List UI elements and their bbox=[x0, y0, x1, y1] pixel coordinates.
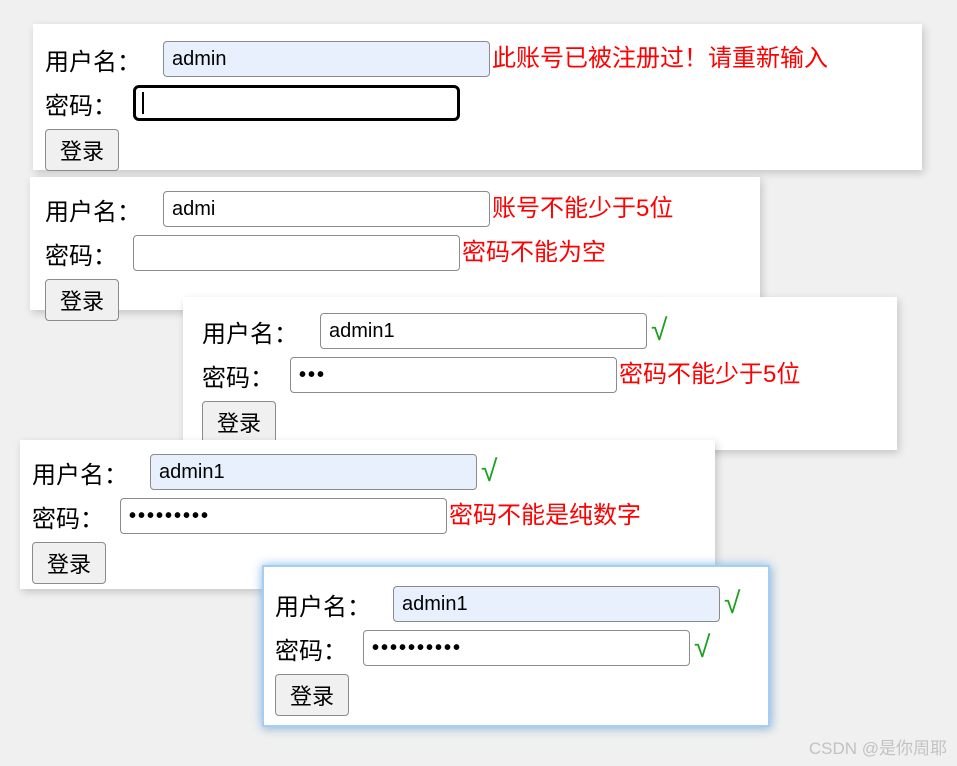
button-row: 登录 bbox=[202, 401, 885, 443]
text-caret bbox=[142, 92, 144, 114]
username-check-icon: √ bbox=[481, 455, 498, 488]
login-button[interactable]: 登录 bbox=[45, 279, 120, 321]
username-input[interactable] bbox=[320, 313, 647, 349]
password-label: 密码： bbox=[45, 92, 117, 120]
csdn-watermark: CSDN @是你周耶 bbox=[808, 739, 947, 758]
login-button[interactable]: 登录 bbox=[202, 401, 277, 443]
password-input[interactable] bbox=[290, 357, 617, 393]
password-label: 密码： bbox=[32, 505, 104, 533]
password-input-wrapper bbox=[133, 85, 460, 121]
button-row: 登录 bbox=[275, 674, 756, 716]
login-form-panel-4: 用户名： √ 密码： 密码不能是纯数字 登录 bbox=[20, 440, 715, 589]
username-row: 用户名： √ bbox=[202, 313, 885, 349]
username-input[interactable] bbox=[163, 41, 490, 77]
login-button[interactable]: 登录 bbox=[275, 674, 350, 716]
password-label: 密码： bbox=[275, 637, 347, 665]
username-row: 用户名： 账号不能少于5位 bbox=[45, 191, 748, 227]
username-label: 用户名： bbox=[275, 593, 371, 621]
password-error-message: 密码不能是纯数字 bbox=[449, 502, 641, 529]
login-form-panel-3: 用户名： √ 密码： 密码不能少于5位 登录 bbox=[183, 297, 897, 450]
password-input[interactable] bbox=[133, 85, 460, 121]
password-input[interactable] bbox=[133, 235, 460, 271]
username-row: 用户名： 此账号已被注册过！请重新输入 bbox=[45, 41, 910, 77]
login-form-panel-2: 用户名： 账号不能少于5位 密码： 密码不能为空 登录 bbox=[30, 177, 760, 321]
username-row: 用户名： √ bbox=[275, 586, 756, 622]
login-button[interactable]: 登录 bbox=[45, 129, 120, 171]
username-error-message: 账号不能少于5位 bbox=[492, 195, 674, 222]
username-row: 用户名： √ bbox=[32, 454, 703, 490]
password-error-message: 密码不能少于5位 bbox=[619, 361, 801, 388]
password-label: 密码： bbox=[202, 364, 274, 392]
button-row: 登录 bbox=[32, 542, 703, 584]
username-input[interactable] bbox=[393, 586, 720, 622]
password-label: 密码： bbox=[45, 242, 117, 270]
username-check-icon: √ bbox=[651, 314, 668, 347]
password-row: 密码： bbox=[45, 85, 910, 121]
username-label: 用户名： bbox=[45, 198, 141, 226]
username-label: 用户名： bbox=[45, 48, 141, 76]
password-check-icon: √ bbox=[694, 631, 711, 664]
password-row: 密码： 密码不能为空 bbox=[45, 235, 748, 271]
password-error-message: 密码不能为空 bbox=[462, 239, 606, 266]
username-label: 用户名： bbox=[32, 461, 128, 489]
username-error-message: 此账号已被注册过！请重新输入 bbox=[492, 45, 828, 72]
password-row: 密码： √ bbox=[275, 630, 756, 666]
login-form-panel-1: 用户名： 此账号已被注册过！请重新输入 密码： 登录 bbox=[33, 24, 922, 171]
login-form-panel-5: 用户名： √ 密码： √ 登录 bbox=[262, 565, 770, 727]
username-input[interactable] bbox=[150, 454, 477, 490]
username-check-icon: √ bbox=[724, 587, 741, 620]
button-row: 登录 bbox=[45, 129, 910, 171]
password-row: 密码： 密码不能少于5位 bbox=[202, 357, 885, 393]
password-input[interactable] bbox=[363, 630, 690, 666]
username-input[interactable] bbox=[163, 191, 490, 227]
login-button[interactable]: 登录 bbox=[32, 542, 107, 584]
button-row: 登录 bbox=[45, 279, 748, 321]
password-input[interactable] bbox=[120, 498, 447, 534]
username-label: 用户名： bbox=[202, 320, 298, 348]
password-row: 密码： 密码不能是纯数字 bbox=[32, 498, 703, 534]
